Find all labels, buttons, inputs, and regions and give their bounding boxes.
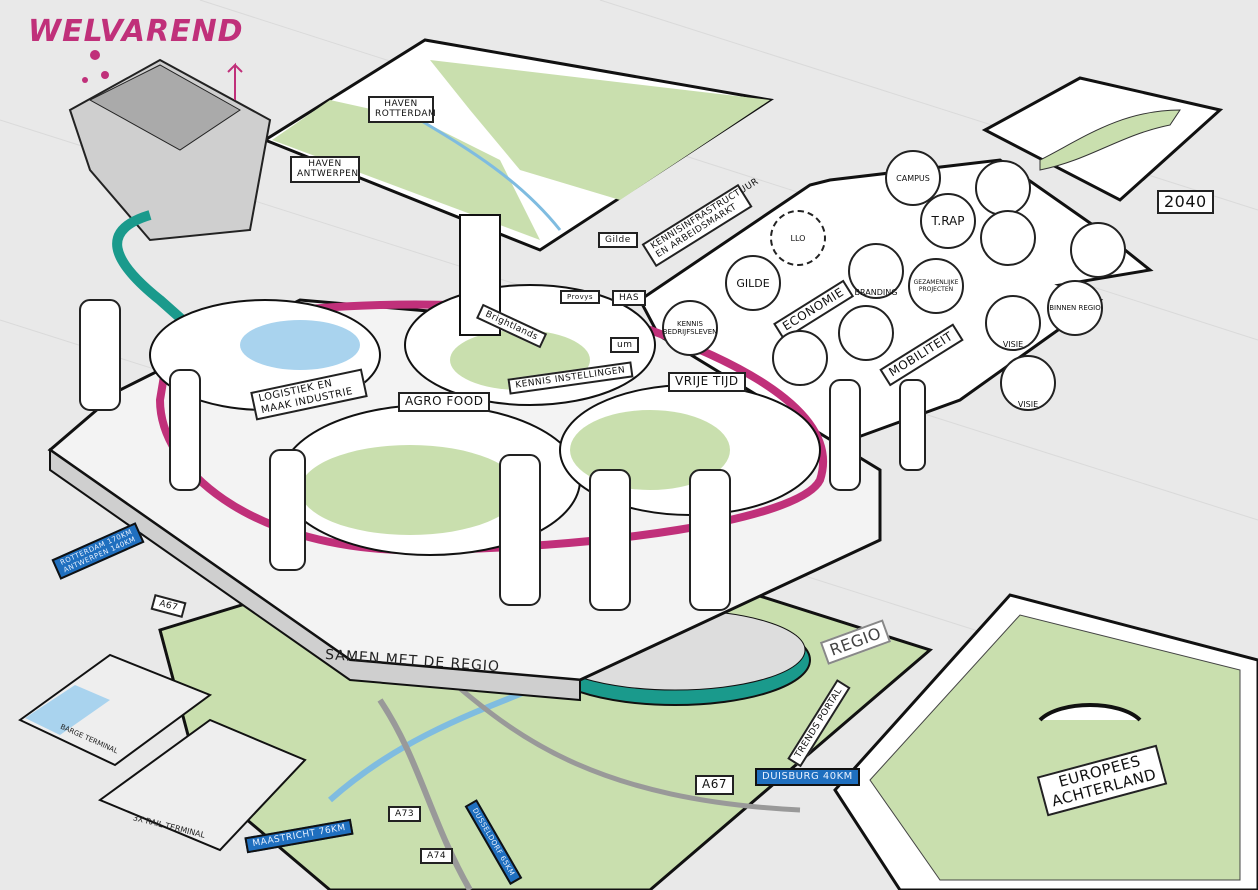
icon-theatre: [975, 160, 1031, 216]
zone-agrofood: AGRO FOOD: [398, 392, 491, 412]
sign-duisburg: DUISBURG 40km: [755, 768, 860, 786]
building-um: UM: [610, 337, 640, 354]
icon-visie-train: VISIE: [1000, 355, 1056, 411]
icon-kennis-bedrijfsleven: KENNIS BEDRIJFSLEVEN: [662, 300, 718, 356]
sign-a67-right: A67: [695, 775, 734, 795]
label-haven-rotterdam: HAVEN ROTTERDAM: [368, 96, 436, 123]
icon-gilde: GILDE: [725, 255, 781, 311]
zone-vrije-tijd: VRIJE TIJD: [668, 372, 746, 392]
icon-branding: BRANDING: [848, 243, 904, 299]
icon-europe-stars: [772, 330, 828, 386]
icon-campus: CAMPUS: [885, 150, 941, 206]
icon-trap: T.RAP: [920, 193, 976, 249]
icon-binnen-regio: BINNEN REGIO: [1047, 280, 1103, 336]
icon-llo: LLO: [770, 210, 826, 266]
icon-container-port: [838, 305, 894, 361]
building-has: HAS: [612, 290, 647, 307]
icon-visie-ship: VISIE: [985, 295, 1041, 351]
rail-terminal-pad: [97, 718, 307, 852]
icon-truck: [1070, 222, 1126, 278]
year-sign: 2040: [1157, 190, 1214, 215]
people: [79, 299, 926, 611]
building-provys: Provys: [560, 290, 601, 305]
icon-leaf: [980, 210, 1036, 266]
engine-illustration: [68, 50, 272, 242]
label-haven-antwerpen: HAVEN ANTWERPEN: [290, 156, 360, 183]
barge-terminal-pad: [18, 653, 213, 767]
sign-a73: A73: [388, 806, 422, 823]
sign-a74: A74: [420, 848, 454, 865]
icon-gezamenlijke-projecten: GEZAMENLIJKE PROJECTEN: [908, 258, 964, 314]
page-title: WELVAREND: [28, 14, 244, 49]
building-gilde: Gilde: [598, 232, 638, 249]
